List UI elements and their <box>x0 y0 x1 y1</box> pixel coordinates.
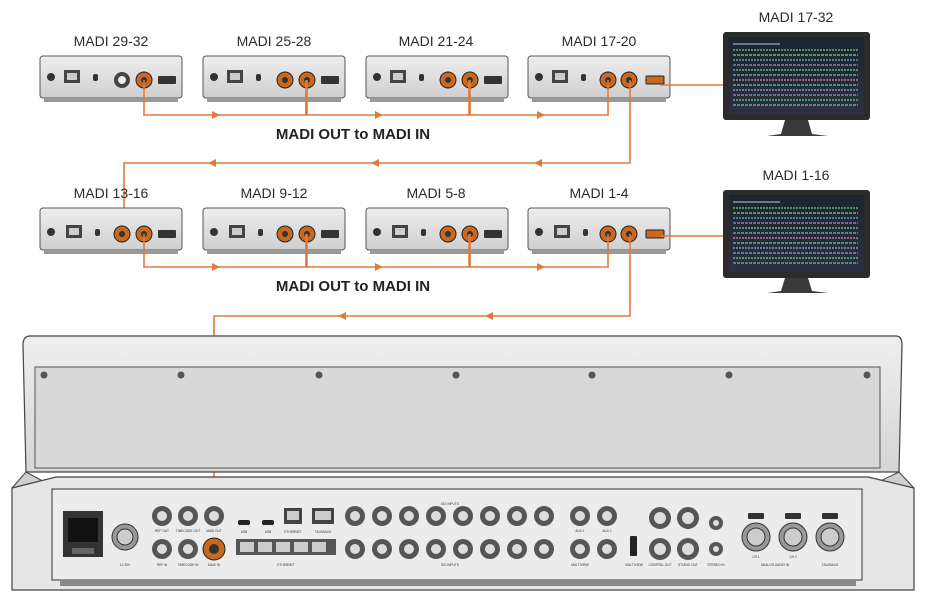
label-talkback-eth: TALKBACK <box>315 530 332 534</box>
arrows-row1 <box>208 111 545 167</box>
label-timecode-in: TIMECODE IN <box>178 563 200 567</box>
monitor-madi-17-32 <box>723 32 870 136</box>
flow-label-row2: MADI OUT to MADI IN <box>276 278 430 295</box>
converter-unit-madi-9-12 <box>202 207 346 254</box>
label-control-out: CONTROL OUT <box>648 563 671 567</box>
hood-screws <box>40 371 871 379</box>
unit-label-madi-5-8: MADI 5-8 <box>406 185 465 201</box>
multiview-meter-lines-2 <box>733 201 858 264</box>
monitor-label-madi-1-16: MADI 1-16 <box>763 167 830 183</box>
label-ethernet-1: ETHERNET <box>284 530 301 534</box>
unit-label-madi-29-32: MADI 29-32 <box>74 33 149 49</box>
converter-unit-madi-29-32 <box>39 55 183 102</box>
converter-unit-madi-13-16 <box>39 207 183 254</box>
audio-out-jacks: CONTROL OUT STUDIO OUT STEREO IN <box>648 507 725 567</box>
aux-multiview-block: AUX 1 AUX 2 MULTIVIEW MULTIVIEW <box>570 506 643 567</box>
label-multiview-sdi: MULTIVIEW <box>571 563 588 567</box>
sdi-inputs-upper: SDI INPUTS <box>345 502 554 526</box>
dc-power-xlr: 12-30V <box>111 523 139 567</box>
label-ref-in: REF IN <box>157 563 168 567</box>
unit-label-madi-17-20: MADI 17-20 <box>562 33 637 49</box>
sdi-inputs-lower: SDI INPUTS <box>345 539 554 567</box>
label-sdi-inputs-lower: SDI INPUTS <box>441 563 459 567</box>
label-ref-out: REF OUT <box>155 529 169 533</box>
console: 12-30V REF OUT TIMECODE OUT MADI OUT REF… <box>11 335 915 591</box>
flow-label-row1: MADI OUT to MADI IN <box>276 126 430 143</box>
unit-label-madi-21-24: MADI 21-24 <box>399 33 474 49</box>
monitor-label-madi-17-32: MADI 17-32 <box>759 9 834 25</box>
label-madi-out: MADI OUT <box>206 529 222 533</box>
converter-unit-madi-5-8 <box>365 207 509 254</box>
label-timecode-out: TIMECODE OUT <box>176 529 200 533</box>
converter-unit-madi-17-20 <box>527 55 671 102</box>
monitor-madi-1-16 <box>723 190 870 293</box>
ref-timecode-madi-bnc: REF OUT TIMECODE OUT MADI OUT REF IN TIM… <box>152 506 226 567</box>
label-analog-audio-in: ANALOG AUDIO IN <box>761 563 790 567</box>
multiview-meter-lines <box>733 43 858 106</box>
label-madi-in: MADI IN <box>208 563 221 567</box>
label-usb-1: USB <box>241 530 248 534</box>
label-ch1: CH 1 <box>752 555 759 559</box>
label-talkback-xlr: TALKBACK <box>822 563 839 567</box>
label-ethernet-2: ETHERNET <box>277 563 294 567</box>
converter-unit-madi-25-28 <box>202 55 346 102</box>
usb-ethernet-block: USB USB ETHERNET TALKBACK ETHERNET <box>236 508 336 567</box>
unit-label-madi-1-4: MADI 1-4 <box>569 185 628 201</box>
label-usb-2: USB <box>265 530 272 534</box>
label-multiview-hdmi: MULTIVIEW <box>625 563 642 567</box>
converter-unit-madi-21-24 <box>365 55 509 102</box>
xlr-inputs: CH 1 CH 2 ANALOG AUDIO IN TALKBACK <box>741 513 845 567</box>
label-stereo-in: STEREO IN <box>707 563 725 567</box>
label-12-30v: 12-30V <box>120 563 131 567</box>
unit-label-madi-13-16: MADI 13-16 <box>74 185 149 201</box>
label-sdi-inputs-upper: SDI INPUTS <box>441 502 459 506</box>
label-aux-2: AUX 2 <box>602 529 611 533</box>
label-ch2: CH 2 <box>789 555 796 559</box>
label-studio-out: STUDIO OUT <box>678 563 698 567</box>
label-aux-1: AUX 1 <box>575 529 584 533</box>
converter-unit-madi-1-4 <box>527 207 671 254</box>
power-inlet <box>63 511 103 557</box>
unit-label-madi-25-28: MADI 25-28 <box>237 33 312 49</box>
unit-label-madi-9-12: MADI 9-12 <box>241 185 308 201</box>
